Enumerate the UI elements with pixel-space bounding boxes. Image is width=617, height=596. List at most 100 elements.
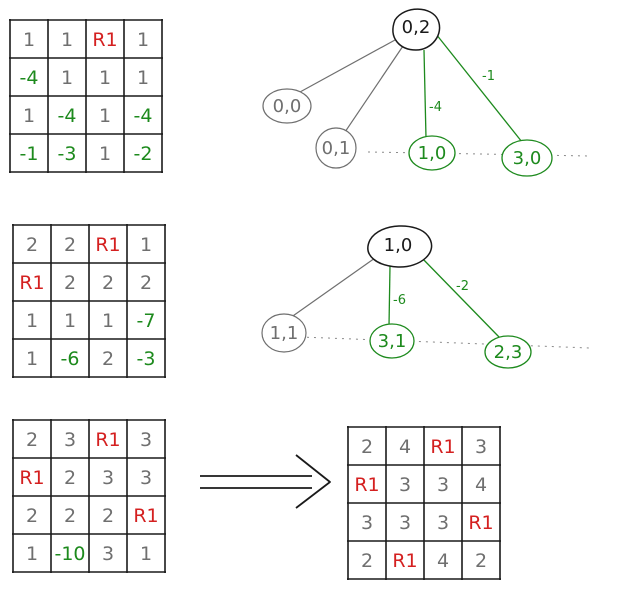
grid-3-cell-1-1: 2: [64, 467, 76, 489]
tree-1-node-2-label: 1,0: [418, 143, 447, 164]
grid-1-cell-2-3: -4: [134, 105, 153, 127]
grid-1-cell-0-1: 1: [61, 29, 73, 51]
grid-1-cell-1-3: 1: [137, 67, 149, 89]
grid-1-cell-2-1: -4: [58, 105, 77, 127]
grid-1-cell-3-3: -2: [134, 143, 153, 165]
grid-4-cell-1-3: 4: [475, 474, 487, 496]
grid-4-cell-1-2: 3: [437, 474, 449, 496]
grid-1-cell-2-0: 1: [23, 105, 35, 127]
grid-3-cell-0-0: 2: [26, 429, 38, 451]
grid-4-cell-0-0: 2: [361, 436, 373, 458]
tree-1-root-label: 0,2: [402, 17, 431, 38]
grid-3-cell-2-2: 2: [102, 505, 114, 527]
grid-4-cell-0-1: 4: [399, 436, 411, 458]
tree-2-node-0: [261, 313, 307, 353]
grid-2-cell-0-2: R1: [95, 234, 120, 256]
tree-2-node-0-label: 1,1: [270, 323, 299, 344]
grid-4-cell-1-0: R1: [354, 474, 379, 496]
grid-1-cell-1-1: 1: [61, 67, 73, 89]
grid-2-cell-3-0: 1: [26, 348, 38, 370]
grid-1-cell-3-2: 1: [99, 143, 111, 165]
tree-1-node-1-label: 0,1: [322, 138, 351, 159]
grid-1-cell-3-1: -3: [58, 143, 77, 165]
tree-2-root-node: [367, 225, 433, 268]
tree-2-node-1: [369, 323, 415, 359]
grid-3-cell-2-1: 2: [64, 505, 76, 527]
grid-2-cell-2-1: 1: [64, 310, 76, 332]
grid-4-cell-2-1: 3: [399, 512, 411, 534]
grid-3-cell-1-0: R1: [19, 467, 44, 489]
grid-1: 1 1 R1 1 -4 1 1 1 1 -4 1 -4 -1 -3 1 -2: [9, 19, 163, 173]
tree-2-edge-label-1: -6: [393, 293, 406, 308]
tree-1-edge-3: [435, 33, 523, 143]
grid-3-cell-1-3: 3: [140, 467, 152, 489]
grid-4-cell-0-3: 3: [475, 436, 487, 458]
tree-1-edge-2: [423, 49, 427, 139]
grid-2-cell-3-1: -6: [61, 348, 80, 370]
grid-2-cell-0-1: 2: [64, 234, 76, 256]
grid-1-cell-0-2: R1: [92, 29, 117, 51]
grid-4-cell-1-1: 3: [399, 474, 411, 496]
grid-2-cell-2-0: 1: [26, 310, 38, 332]
tree-1-root-node: [392, 8, 441, 51]
grid-4-cell-2-3: R1: [468, 512, 493, 534]
tree-2: -6 -2 1,0 1,1 3,1 2,3: [261, 225, 591, 369]
grid-2-cell-1-2: 2: [102, 272, 114, 294]
tree-1-node-2: [408, 135, 456, 171]
grid-3-cell-3-3: 1: [140, 543, 152, 565]
grid-2-cell-3-3: -3: [137, 348, 156, 370]
grid-3-cell-3-2: 3: [102, 543, 114, 565]
grid-4-cell-3-1: R1: [392, 550, 417, 572]
tree-1-node-0-label: 0,0: [273, 96, 302, 117]
grid-2-cell-0-3: 1: [140, 234, 152, 256]
tree-1-node-3: [501, 139, 553, 177]
grid-1-cell-1-0: -4: [20, 67, 39, 89]
tree-2-node-2: [484, 335, 532, 369]
grid-3-cell-1-2: 3: [102, 467, 114, 489]
grid-2-cell-0-0: 2: [26, 234, 38, 256]
tree-2-edge-2: [419, 255, 501, 339]
double-arrow: [200, 454, 331, 509]
grid-3-cell-0-3: 3: [140, 429, 152, 451]
grid-4-cell-3-0: 2: [361, 550, 373, 572]
grid-4-cell-3-3: 2: [475, 550, 487, 572]
grid-3-cell-2-3: R1: [133, 505, 158, 527]
grid-2-cell-1-3: 2: [140, 272, 152, 294]
tree-1-edge-label-2: -4: [429, 100, 442, 115]
grid-1-cell-0-0: 1: [23, 29, 35, 51]
tree-2-root-label: 1,0: [384, 235, 413, 256]
grid-2-cell-1-1: 2: [64, 272, 76, 294]
grid-2-cell-3-2: 2: [102, 348, 114, 370]
grid-4-cell-2-2: 3: [437, 512, 449, 534]
grid-4-cell-0-2: R1: [430, 436, 455, 458]
grid-2-cell-2-3: -7: [137, 310, 156, 332]
grid-4-cell-2-0: 3: [361, 512, 373, 534]
grid-1-cell-2-2: 1: [99, 105, 111, 127]
tree-1-node-3-label: 3,0: [513, 148, 542, 169]
tree-2-edge-label-2: -2: [456, 279, 469, 294]
tree-1-edge-0: [299, 39, 396, 93]
grid-1-cell-3-0: -1: [20, 143, 39, 165]
tree-1-node-1: [315, 127, 357, 169]
grid-3-cell-0-1: 3: [64, 429, 76, 451]
tree-1-edge-label-3: -1: [482, 69, 495, 84]
grid-3-cell-3-1: -10: [54, 543, 85, 565]
tree-1-node-0: [262, 88, 312, 124]
grid-3-cell-3-0: 1: [26, 543, 38, 565]
grid-2-cell-1-0: R1: [19, 272, 44, 294]
grid-3-cell-0-2: R1: [95, 429, 120, 451]
tree-1: -4 -1 0,2 0,0 0,1 1,0 3,0: [262, 8, 591, 177]
tree-2-edge-0: [289, 257, 376, 319]
grid-1-cell-1-2: 1: [99, 67, 111, 89]
grid-2-cell-2-2: 1: [102, 310, 114, 332]
tree-2-node-1-label: 3,1: [378, 331, 407, 352]
grid-1-cell-0-3: 1: [137, 29, 149, 51]
grid-3-cell-2-0: 2: [26, 505, 38, 527]
tree-2-node-2-label: 2,3: [494, 342, 523, 363]
grid-4-cell-3-2: 4: [437, 550, 449, 572]
